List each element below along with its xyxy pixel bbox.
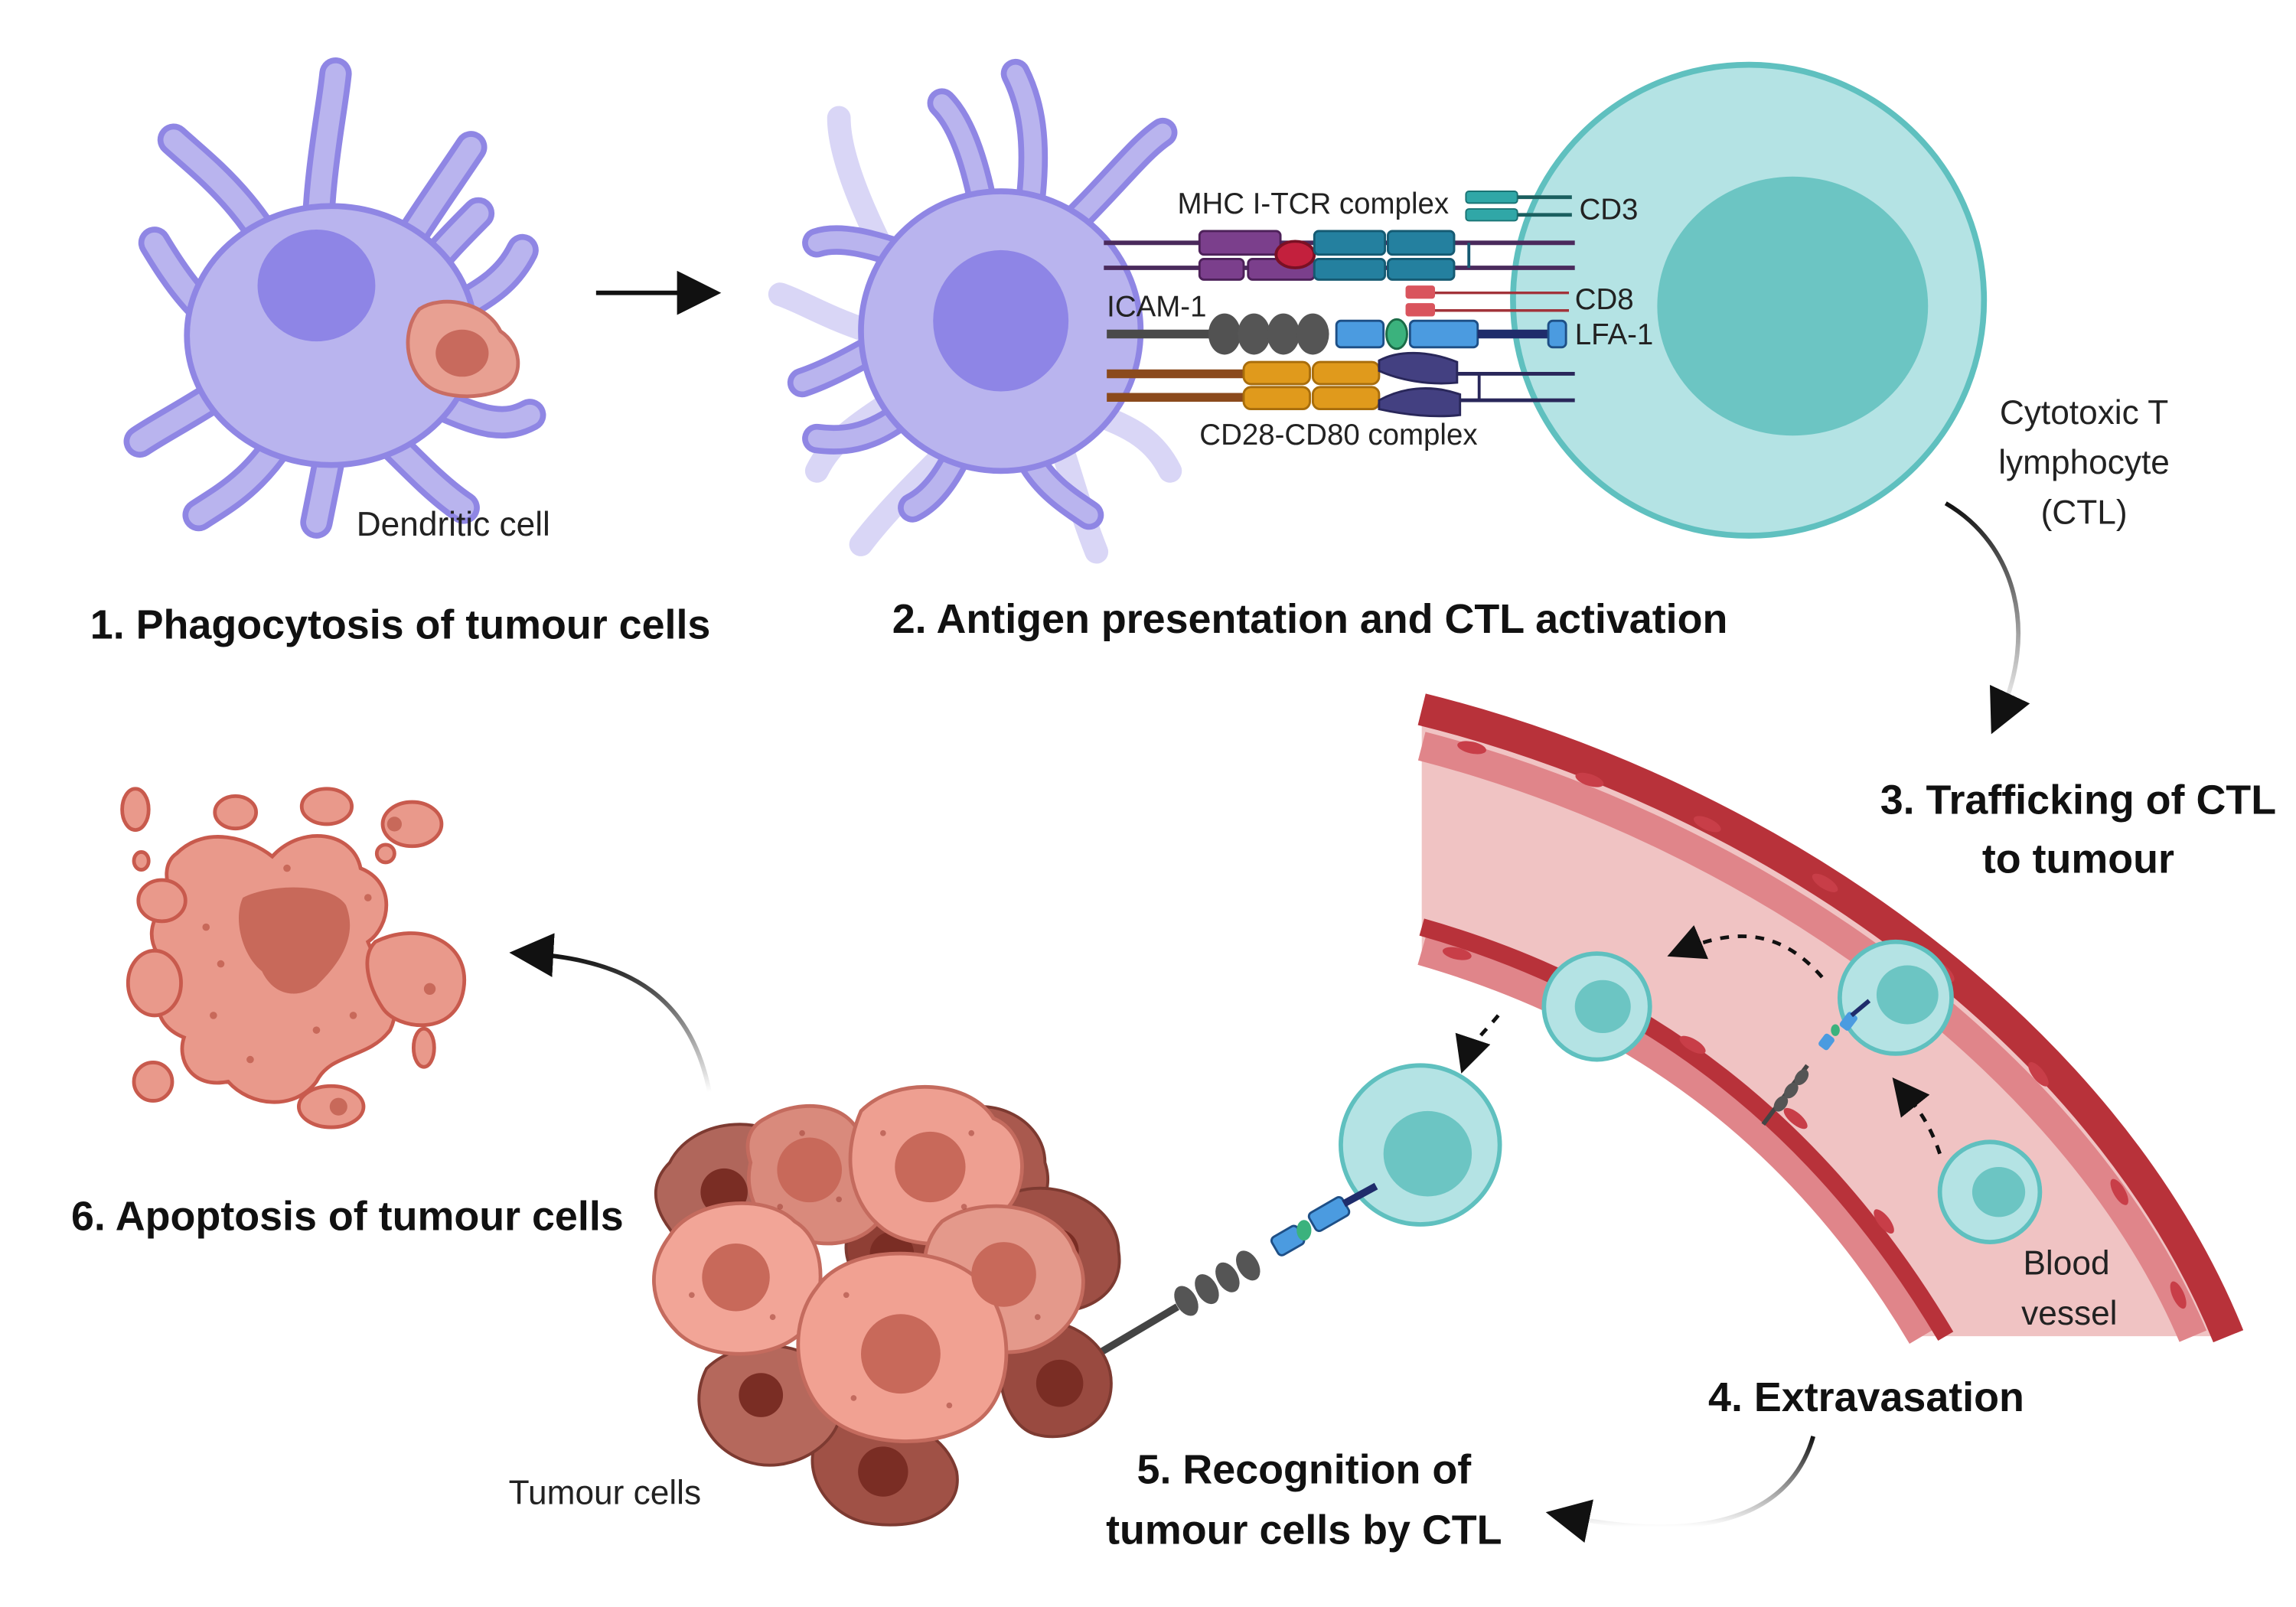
mhc-tcr-complex: [1104, 230, 1575, 281]
step-3-title-line2: to tumour: [1982, 836, 2174, 882]
dendritic-cell-1: [123, 57, 546, 539]
dashed-arrow-left: [1667, 924, 1824, 979]
t-cell-extravasated: [1339, 1063, 1502, 1227]
icam1-lfa1-complex: [1107, 313, 1567, 355]
step-6-title: 6. Apoptosis of tumour cells: [71, 1194, 624, 1240]
dendritic-cell-label: Dendritic cell: [357, 506, 550, 543]
ctl-label-line2: lymphocyte: [1998, 444, 2170, 481]
arrow-step2-to-step3: [1944, 501, 2030, 735]
step-5-title-line2: tumour cells by CTL: [1106, 1507, 1502, 1553]
cd28-cd80-label: CD28-CD80 complex: [1199, 419, 1477, 451]
apoptotic-nucleus-fragments: [202, 817, 436, 1116]
tumour-cell-cluster: [652, 1084, 1121, 1527]
step-1-title: 1. Phagocytosis of tumour cells: [90, 602, 711, 648]
cytotoxic-t-cell-large: [1510, 61, 1988, 539]
dashed-arrow-out: [1455, 1014, 1500, 1074]
ctl-label-line3: (CTL): [2041, 494, 2128, 532]
cd3-complex: [1465, 191, 1572, 222]
icam1-label: ICAM-1: [1107, 290, 1206, 323]
arrow-tumour-to-apoptosis: [509, 933, 712, 1093]
tumour-cells-label: Tumour cells: [509, 1474, 701, 1511]
blood-vessel-label-line1: Blood: [2023, 1244, 2109, 1282]
t-cell-transmigrating: [1541, 951, 1652, 1062]
blood-vessel-label-line2: vessel: [2021, 1295, 2117, 1332]
t-cell-adhering: [1937, 1139, 2043, 1244]
step-5-title-line1: 5. Recognition of: [1137, 1446, 1473, 1492]
cd3-label: CD3: [1579, 194, 1638, 227]
lfa1-label: LFA-1: [1575, 318, 1654, 351]
dendritic-cell-2: [768, 58, 1182, 564]
step-4-title: 4. Extravasation: [1708, 1374, 2024, 1420]
cd28-cd80-complex: [1107, 351, 1575, 418]
ctl-tumour-receptor: [1096, 1182, 1378, 1358]
vessel-adhesion-molecule: [1761, 999, 1871, 1126]
cd8-label: CD8: [1575, 283, 1634, 316]
step-2-title: 2. Antigen presentation and CTL activati…: [892, 596, 1728, 642]
mhc-tcr-label: MHC I-TCR complex: [1177, 187, 1449, 220]
ctl-label-line1: Cytotoxic T: [2000, 394, 2168, 432]
cd8-coreceptor: [1405, 285, 1569, 317]
arrow-step4-to-step5: [1545, 1436, 1816, 1543]
t-cell-rolling: [1837, 939, 1954, 1056]
step-3-title-line1: 3. Trafficking of CTL: [1880, 777, 2276, 823]
